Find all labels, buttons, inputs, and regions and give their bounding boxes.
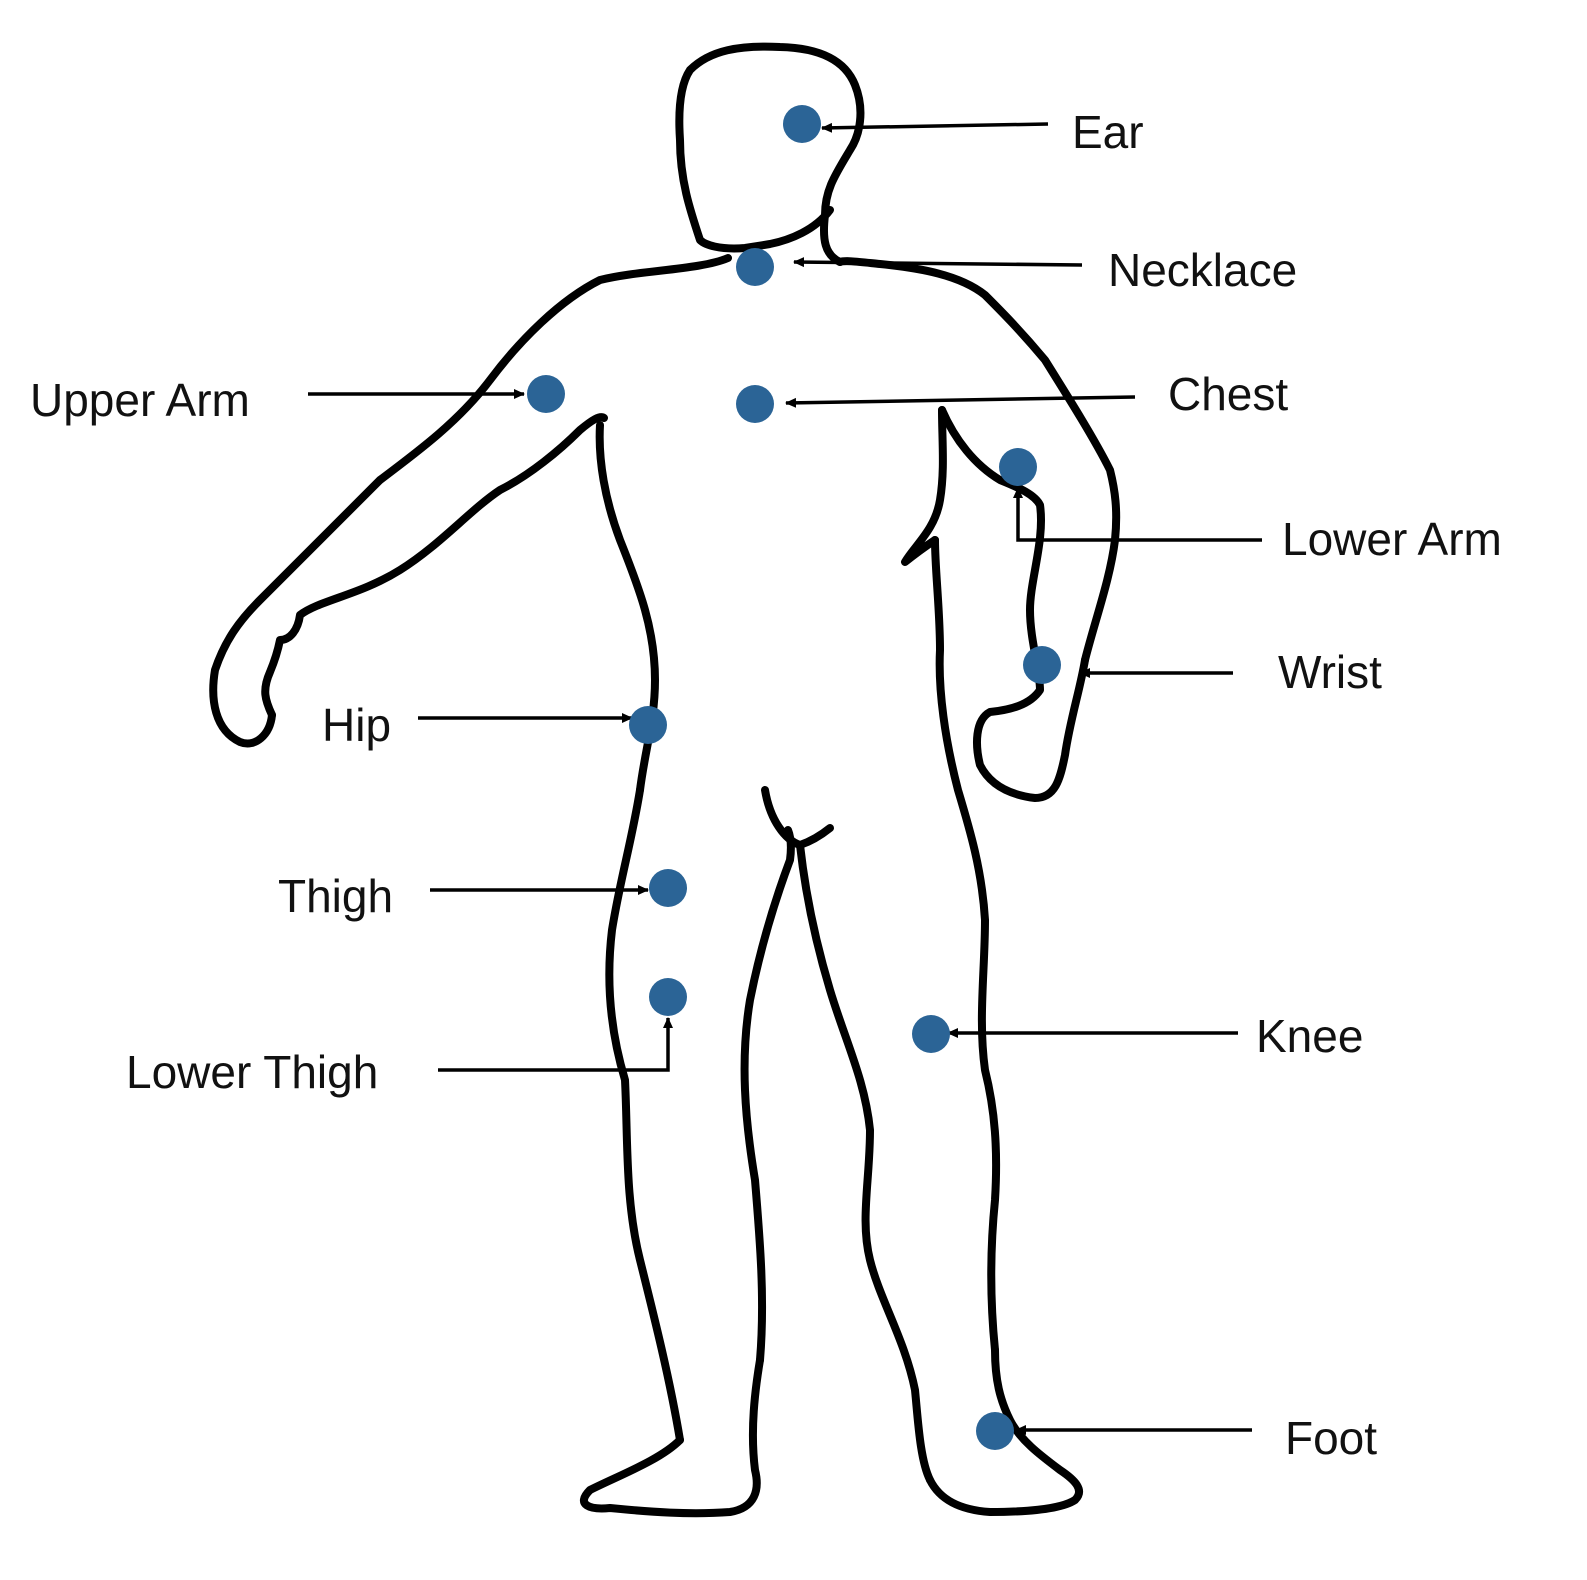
left-arm-outer xyxy=(209,254,732,748)
leader-ear xyxy=(821,122,1049,133)
right-arm-outer xyxy=(836,257,1121,664)
sensor-markers xyxy=(527,105,1061,1450)
leader-necklace xyxy=(793,257,1083,268)
marker-thigh xyxy=(649,869,687,907)
left-leg-outer xyxy=(605,786,684,1444)
marker-lower-thigh xyxy=(649,978,687,1016)
marker-hip xyxy=(629,706,667,744)
right-leg-outer xyxy=(931,536,1001,1354)
right-leg-inner xyxy=(796,841,934,1484)
label-lower-arm: Lower Arm xyxy=(1282,513,1502,565)
leader-chest xyxy=(785,395,1136,408)
labels: Ear Necklace Upper Arm Chest Lower Arm W… xyxy=(30,106,1502,1464)
body-outline xyxy=(209,42,1121,1518)
left-leg-inner xyxy=(740,826,795,1364)
label-wrist: Wrist xyxy=(1278,646,1382,698)
left-hand xyxy=(261,413,608,719)
leader-lower-arm xyxy=(1013,487,1262,542)
label-necklace: Necklace xyxy=(1108,244,1297,296)
left-foot xyxy=(580,1356,764,1518)
label-knee: Knee xyxy=(1256,1010,1363,1062)
label-lower-thigh: Lower Thigh xyxy=(126,1046,378,1098)
right-foot xyxy=(926,1346,1083,1516)
label-chest: Chest xyxy=(1168,368,1288,420)
crotch xyxy=(761,786,834,849)
marker-lower-arm xyxy=(999,448,1037,486)
marker-knee xyxy=(912,1015,950,1053)
marker-wrist xyxy=(1023,646,1061,684)
right-torso-side xyxy=(901,406,947,566)
label-hip: Hip xyxy=(322,699,391,751)
label-upper-arm: Upper Arm xyxy=(30,374,250,426)
label-thigh: Thigh xyxy=(278,870,393,922)
label-foot: Foot xyxy=(1285,1412,1377,1464)
leader-lines xyxy=(308,122,1262,1435)
marker-necklace xyxy=(736,248,774,286)
marker-foot xyxy=(976,1412,1014,1450)
head-outline xyxy=(675,42,865,266)
marker-chest xyxy=(736,385,774,423)
marker-ear xyxy=(783,105,821,143)
label-ear: Ear xyxy=(1072,106,1144,158)
right-arm-inner xyxy=(938,406,1089,802)
leader-lower-thigh xyxy=(438,1017,673,1072)
marker-upper-arm xyxy=(527,375,565,413)
